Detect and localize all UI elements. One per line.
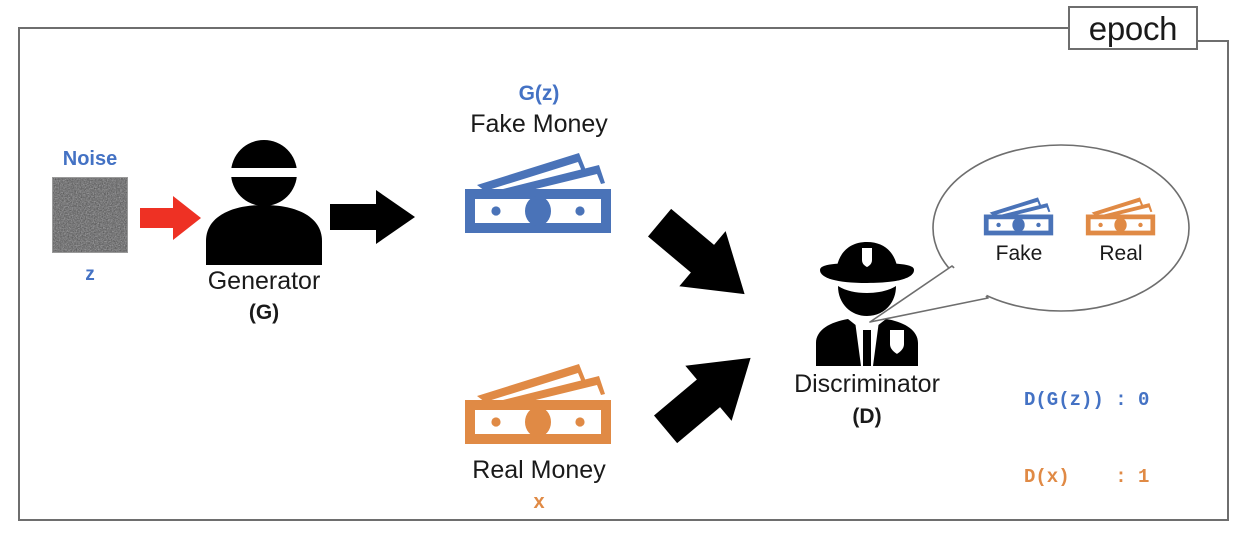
masked-person-icon (206, 140, 322, 265)
score-fake: D(G(z)) : 0 (1024, 389, 1150, 412)
banknote-orange-small-icon (1085, 197, 1156, 236)
bubble-item-fake: Fake (975, 192, 1063, 266)
speech-bubble-content: Fake Real (975, 192, 1165, 266)
noise-title: Noise (62, 148, 118, 170)
arrow-up-right-black-icon (653, 357, 751, 444)
noise-symbol: z (85, 264, 95, 285)
police-officer-icon (816, 242, 918, 366)
bubble-item-real: Real (1077, 192, 1165, 266)
bubble-caption-fake: Fake (995, 242, 1043, 265)
banknote-blue-icon (465, 153, 611, 233)
generator-node: Generator (G) (186, 137, 342, 325)
arrow-right-black-icon (330, 190, 415, 244)
fake-money-function-label: G(z) (518, 82, 560, 105)
score-real: D(x) : 1 (1024, 466, 1150, 489)
discriminator-label: Discriminator (794, 370, 940, 398)
bubble-caption-real: Real (1099, 242, 1143, 265)
arrow-generator-to-fake-money (330, 188, 416, 246)
frame-left-segment (18, 27, 20, 521)
discriminator-symbol: (D) (852, 405, 882, 428)
arrow-real-money-to-discriminator (650, 340, 770, 444)
fake-money-node: G(z) Fake Money (424, 82, 654, 235)
frame-bottom-segment (18, 519, 1229, 521)
discriminator-node: Discriminator (D) (742, 238, 992, 429)
real-money-symbol: x (533, 491, 545, 513)
speech-bubble-shape-icon (869, 144, 1190, 323)
discriminator-scores: D(G(z)) : 0 D(x) : 1 (1024, 337, 1149, 542)
banknote-blue-small-icon (983, 197, 1054, 236)
frame-right-segment (1227, 40, 1229, 521)
noise-texture-icon (53, 178, 127, 252)
generator-symbol: (G) (248, 301, 280, 324)
real-money-node: Real Money x (424, 356, 654, 514)
arrow-noise-to-generator (140, 194, 202, 242)
noise-texture-swatch (52, 177, 128, 253)
frame-top-right-segment (1197, 40, 1229, 42)
epoch-label-text: epoch (1088, 9, 1178, 47)
speech-bubble (866, 140, 1196, 332)
banknote-orange-icon (465, 364, 611, 444)
frame-top-left-segment (18, 27, 1069, 29)
arrow-right-red-icon (140, 196, 201, 240)
real-money-title: Real Money (472, 456, 606, 484)
generator-label: Generator (207, 267, 321, 295)
epoch-label-box: epoch (1068, 6, 1198, 50)
arrow-fake-money-to-discriminator (644, 208, 764, 312)
noise-node: Noise z (34, 148, 146, 286)
fake-money-title: Fake Money (470, 110, 608, 138)
arrow-down-right-black-icon (647, 208, 745, 295)
